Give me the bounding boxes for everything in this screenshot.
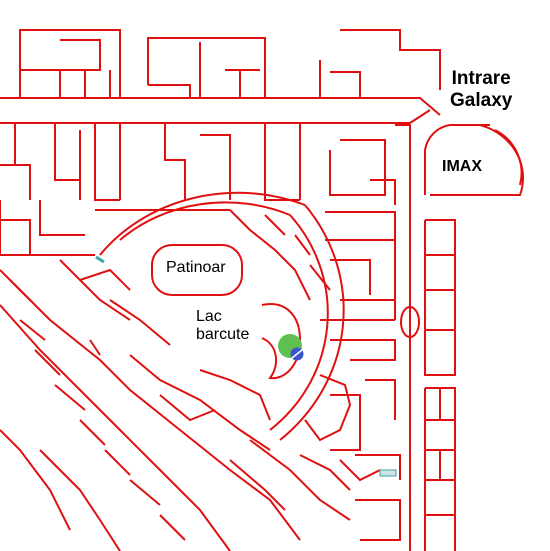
entrance-label-line2: Galaxy <box>450 89 513 111</box>
left-diagonal-shops <box>0 200 351 551</box>
lake-label: Lac barcute <box>196 308 249 345</box>
right-middle-blocks <box>320 124 411 551</box>
blue-marker-stripe <box>291 349 303 359</box>
top-block-right <box>300 29 441 99</box>
lake-label-line2: barcute <box>196 326 250 344</box>
central-plaza <box>99 191 381 491</box>
entrance-diagonal <box>395 97 441 124</box>
boat-lake <box>261 303 302 380</box>
lake-label-line1: Lac <box>196 308 222 325</box>
right-column-shops <box>400 219 456 551</box>
small-accents <box>95 255 397 477</box>
top-block-middle <box>125 37 300 99</box>
entrance-label-line1: Intrare <box>451 68 511 89</box>
upper-row-shops <box>0 122 410 211</box>
entrance-label: Intrare Galaxy <box>450 68 512 112</box>
imax-building <box>424 124 525 196</box>
rink-label: Patinoar <box>166 259 226 276</box>
ice-rink <box>151 244 243 296</box>
top-block-left <box>0 29 140 99</box>
imax-label: IMAX <box>442 158 482 175</box>
